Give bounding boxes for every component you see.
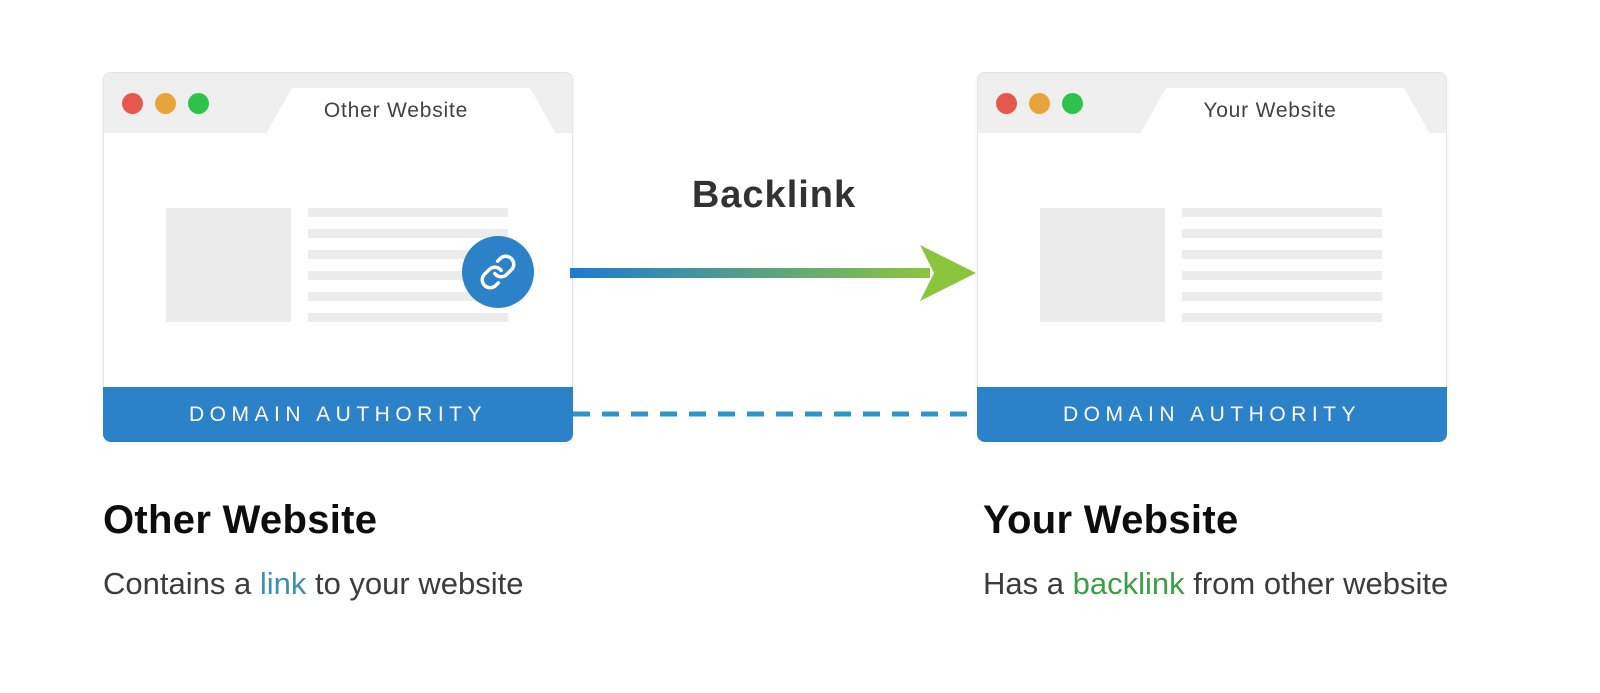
- caption-text: Has a: [983, 566, 1073, 601]
- window-header: Other Website: [103, 72, 573, 134]
- caption-text: Contains a: [103, 566, 260, 601]
- arrow-head: [920, 245, 976, 301]
- close-button-icon: [996, 93, 1017, 114]
- minimize-button-icon: [1029, 93, 1050, 114]
- maximize-button-icon: [188, 93, 209, 114]
- text-line: [1182, 292, 1382, 301]
- link-highlight: link: [259, 566, 307, 601]
- caption-description: Contains a link to your website: [103, 566, 523, 602]
- page-content: [977, 133, 1447, 387]
- captions: Other Website Contains a link to your we…: [0, 498, 1600, 628]
- text-placeholder: [308, 208, 508, 334]
- domain-authority-bar: DOMAIN AUTHORITY: [103, 387, 573, 442]
- text-line: [1182, 250, 1382, 259]
- text-line: [1182, 313, 1382, 322]
- caption-text: to your website: [306, 566, 524, 601]
- text-line: [1182, 229, 1382, 238]
- domain-authority-label: DOMAIN AUTHORITY: [188, 402, 487, 426]
- browser-tab: Your Website: [1140, 88, 1430, 134]
- text-placeholder: [1182, 208, 1382, 334]
- text-line: [308, 229, 508, 238]
- browser-tab: Other Website: [266, 88, 556, 134]
- caption-description: Has a backlink from other website: [983, 566, 1448, 602]
- page-content: [103, 133, 573, 387]
- image-placeholder: [166, 208, 291, 322]
- backlink-arrow: [570, 245, 976, 301]
- image-placeholder: [1040, 208, 1165, 322]
- backlink-highlight: backlink: [1072, 566, 1185, 601]
- text-line: [308, 271, 508, 280]
- close-button-icon: [122, 93, 143, 114]
- backlink-title: Backlink: [691, 174, 857, 216]
- caption-title: Other Website: [103, 498, 378, 542]
- minimize-button-icon: [155, 93, 176, 114]
- caption-title: Your Website: [983, 498, 1239, 542]
- browser-window-your: Your Website DOMAIN AUTHORITY: [977, 72, 1447, 442]
- text-line: [1182, 208, 1382, 217]
- tab-title: Other Website: [323, 99, 469, 122]
- text-line: [308, 250, 508, 259]
- browser-window-other: Other Website DOMAIN AUTHORITY: [103, 72, 573, 442]
- caption-text: from other website: [1184, 566, 1449, 601]
- text-line: [308, 292, 508, 301]
- tab-title: Your Website: [1203, 99, 1337, 122]
- maximize-button-icon: [1062, 93, 1083, 114]
- text-line: [308, 208, 508, 217]
- domain-authority-label: DOMAIN AUTHORITY: [1062, 402, 1361, 426]
- window-controls: [996, 93, 1083, 114]
- domain-authority-connector: [573, 411, 977, 417]
- text-line: [308, 313, 508, 322]
- window-controls: [122, 93, 209, 114]
- chain-link-icon: [480, 254, 516, 290]
- arrow-shaft: [570, 268, 930, 278]
- link-badge: [462, 236, 534, 308]
- text-line: [1182, 271, 1382, 280]
- window-header: Your Website: [977, 72, 1447, 134]
- domain-authority-bar: DOMAIN AUTHORITY: [977, 387, 1447, 442]
